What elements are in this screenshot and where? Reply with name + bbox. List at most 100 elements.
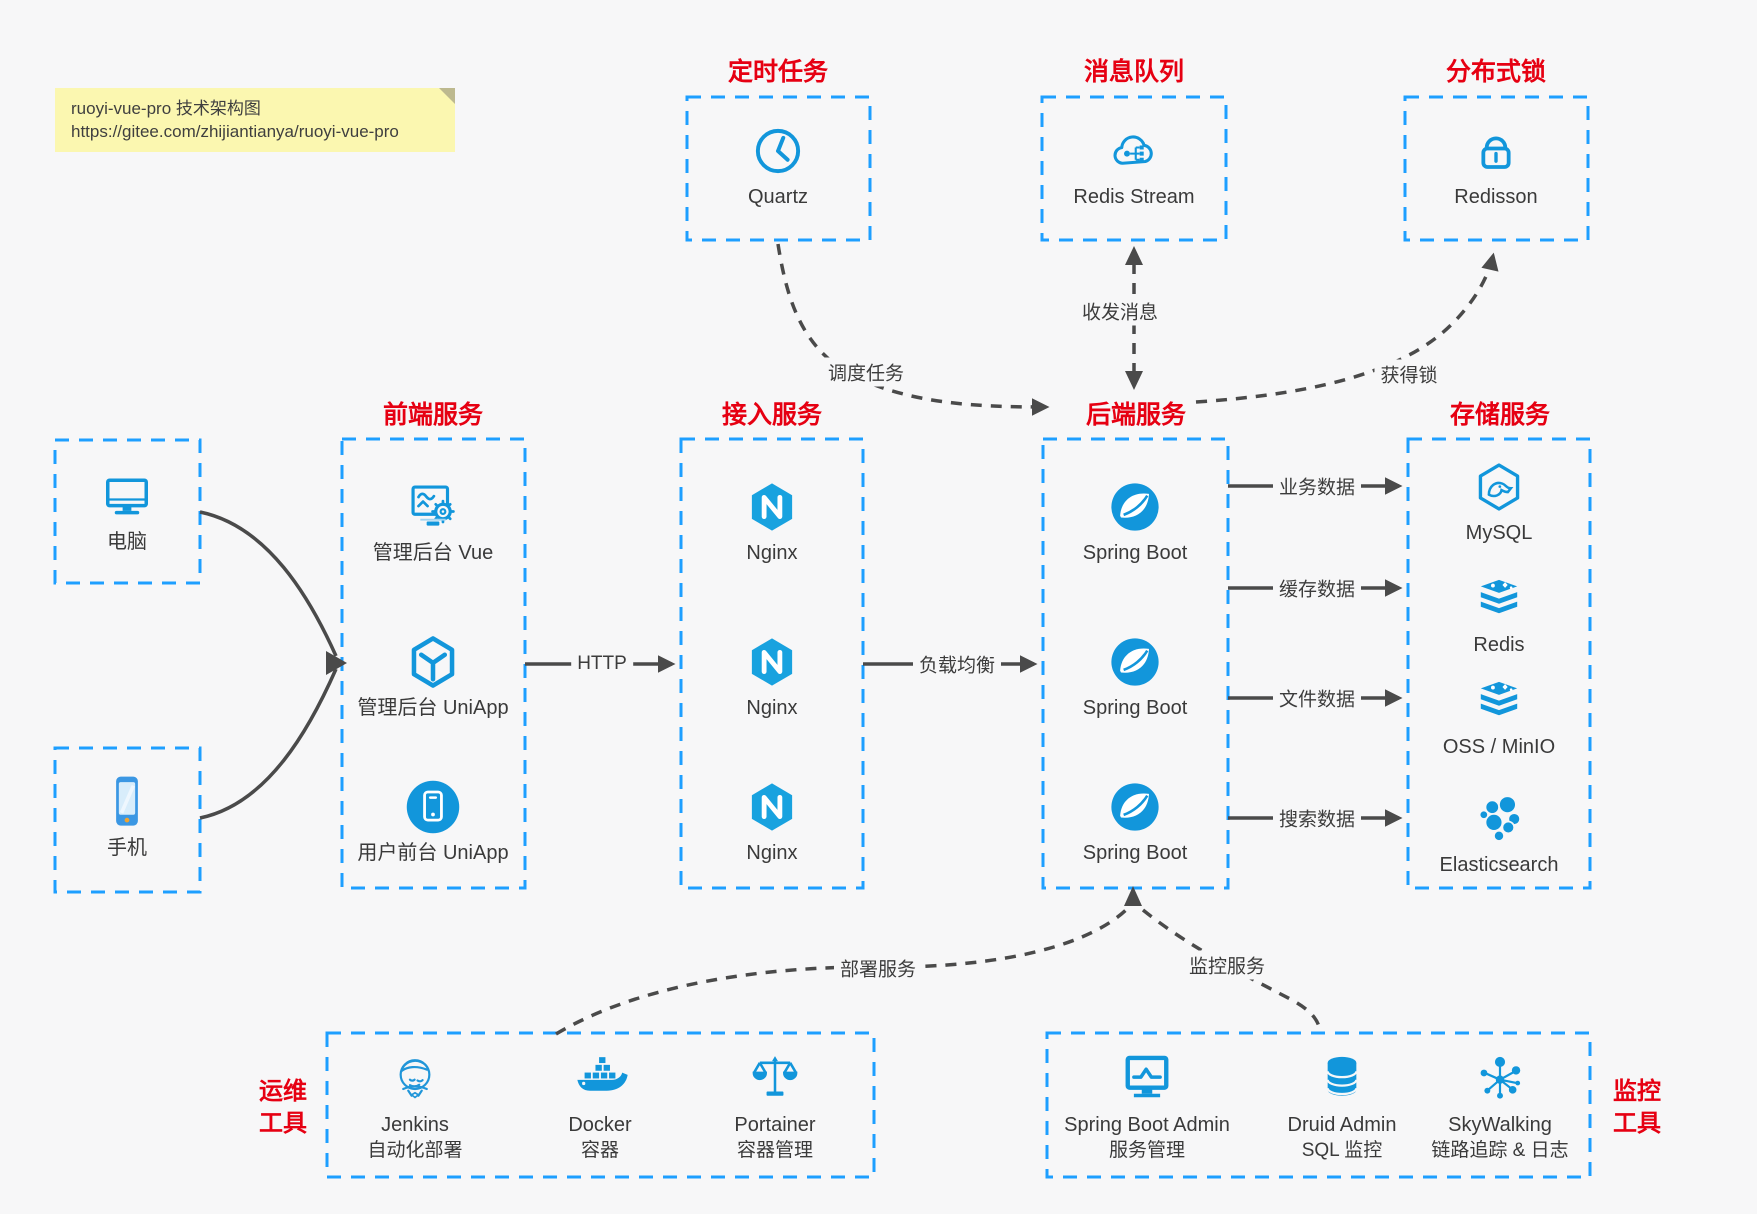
lock-icon [1481, 136, 1511, 169]
title-storage-services: 存储服务 [1449, 401, 1551, 429]
node-spring-boot-3: Spring Boot [1050, 777, 1220, 865]
message-queue-box [1040, 95, 1228, 242]
tool-name: Druid Admin [1287, 1114, 1397, 1136]
edge-schedule-task [776, 243, 1050, 416]
edge-label-message: 收发消息 [1075, 296, 1165, 326]
node-nginx-2: Nginx [687, 632, 857, 720]
title-ops-tools: 运维 工具 [248, 1076, 318, 1140]
node-label: 管理后台 Vue [372, 542, 494, 564]
title-line: 运维 [259, 1078, 307, 1105]
docker-icon [577, 1057, 628, 1091]
node-spring-boot-2: Spring Boot [1050, 632, 1220, 720]
nginx-icon [751, 783, 793, 831]
gateway-services-box [679, 437, 865, 890]
tool-name: SkyWalking [1448, 1114, 1552, 1136]
node-mysql: MySQL [1414, 457, 1584, 545]
title-scheduled-jobs: 定时任务 [727, 58, 829, 86]
node-jenkins: Jenkins 自动化部署 [320, 1048, 510, 1164]
admin-dashboard-icon [411, 485, 455, 526]
backend-services-box [1041, 437, 1230, 890]
node-nginx-3: Nginx [687, 777, 857, 865]
node-label: OSS / MinIO [1442, 736, 1556, 758]
node-label: 手机 [107, 837, 147, 859]
node-skywalking: SkyWalking 链路追踪 & 日志 [1395, 1048, 1605, 1164]
smartphone-icon [116, 776, 138, 826]
tool-desc: 容器管理 [736, 1140, 813, 1161]
note-title: ruoyi-vue-pro 技术架构图 [71, 99, 261, 118]
node-label: Spring Boot [1082, 842, 1188, 864]
node-label: Redis Stream [1073, 186, 1195, 208]
elasticsearch-icon [1478, 795, 1521, 842]
node-oss-minio: OSS / MinIO [1414, 671, 1584, 759]
title-line: 监控 [1613, 1078, 1661, 1105]
redis-icon [1480, 579, 1518, 614]
title-message-queue: 消息队列 [1083, 58, 1185, 86]
edge-label-search-data: 搜索数据 [1272, 803, 1362, 833]
quartz-box [685, 95, 872, 242]
pc-client-box [53, 438, 202, 585]
node-spring-boot-admin: Spring Boot Admin 服务管理 [1042, 1048, 1252, 1164]
node-label: Spring Boot [1082, 542, 1188, 564]
ops-tools-box [325, 1031, 876, 1179]
node-quartz: Quartz [693, 121, 863, 209]
tool-desc: 服务管理 [1108, 1140, 1185, 1161]
title-line: 工具 [259, 1110, 307, 1137]
title-line: 工具 [1613, 1110, 1661, 1137]
node-portainer: Portainer 容器管理 [680, 1048, 870, 1164]
spring-boot-icon [1111, 638, 1159, 686]
edge-send-receive-message [1125, 246, 1143, 390]
tool-name: Docker [568, 1114, 632, 1136]
tool-name: Spring Boot Admin [1064, 1114, 1230, 1136]
note-url: https://gitee.com/zhijiantianya/ruoyi-vu… [71, 122, 399, 141]
nginx-icon [751, 638, 793, 686]
edge-acquire-lock [1195, 252, 1499, 404]
spring-boot-icon [1111, 783, 1159, 831]
phone-client-box [53, 746, 202, 894]
node-label: Elasticsearch [1439, 854, 1559, 876]
sticky-note: ruoyi-vue-pro 技术架构图 https://gitee.com/zh… [55, 88, 455, 152]
skywalking-trace-icon [1480, 1056, 1521, 1099]
title-backend-services: 后端服务 [1085, 401, 1187, 429]
tool-desc: SQL 监控 [1301, 1140, 1383, 1161]
object-storage-icon [1480, 681, 1518, 716]
edge-label-lock: 获得锁 [1374, 359, 1444, 389]
node-phone-client: 手机 [57, 772, 197, 860]
node-spring-boot-1: Spring Boot [1050, 477, 1220, 565]
tool-name: Portainer [734, 1114, 816, 1136]
node-label: Quartz [747, 186, 809, 208]
node-label: Nginx [746, 842, 798, 864]
edge-label-business-data: 业务数据 [1272, 471, 1362, 501]
edge-label-deploy: 部署服务 [833, 953, 923, 983]
mobile-app-circle-icon [406, 780, 460, 834]
edge-label-load-balance: 负载均衡 [912, 649, 1002, 679]
node-admin-uniapp: 管理后台 UniApp [348, 632, 518, 720]
node-redis-stream: Redis Stream [1049, 121, 1219, 209]
node-redisson: Redisson [1411, 121, 1581, 209]
cloud-stream-icon [1113, 135, 1153, 165]
tool-name: Jenkins [381, 1114, 449, 1136]
node-druid-admin: Druid Admin SQL 监控 [1237, 1048, 1447, 1164]
uniapp-cube-icon [411, 636, 455, 688]
edge-clients-to-frontend [199, 510, 347, 820]
node-label: MySQL [1465, 522, 1533, 544]
admin-monitor-icon [1125, 1055, 1169, 1098]
node-label: Spring Boot [1082, 697, 1188, 719]
redisson-box [1403, 95, 1590, 242]
node-label: 管理后台 UniApp [357, 697, 509, 719]
storage-services-box [1406, 437, 1592, 890]
jenkins-icon [399, 1059, 431, 1099]
node-docker: Docker 容器 [505, 1048, 695, 1164]
edge-label-schedule: 调度任务 [821, 357, 911, 387]
edge-label-file-data: 文件数据 [1272, 683, 1362, 713]
tool-desc: 容器 [580, 1140, 619, 1161]
node-user-uniapp: 用户前台 UniApp [348, 777, 518, 865]
node-label: Nginx [746, 542, 798, 564]
clock-icon [755, 128, 801, 174]
mysql-icon [1478, 463, 1520, 511]
node-redis: Redis [1414, 569, 1584, 657]
edge-label-cache-data: 缓存数据 [1272, 573, 1362, 603]
database-icon [1326, 1056, 1358, 1096]
monitor-tools-box [1045, 1031, 1592, 1179]
title-gateway-services: 接入服务 [721, 401, 823, 429]
